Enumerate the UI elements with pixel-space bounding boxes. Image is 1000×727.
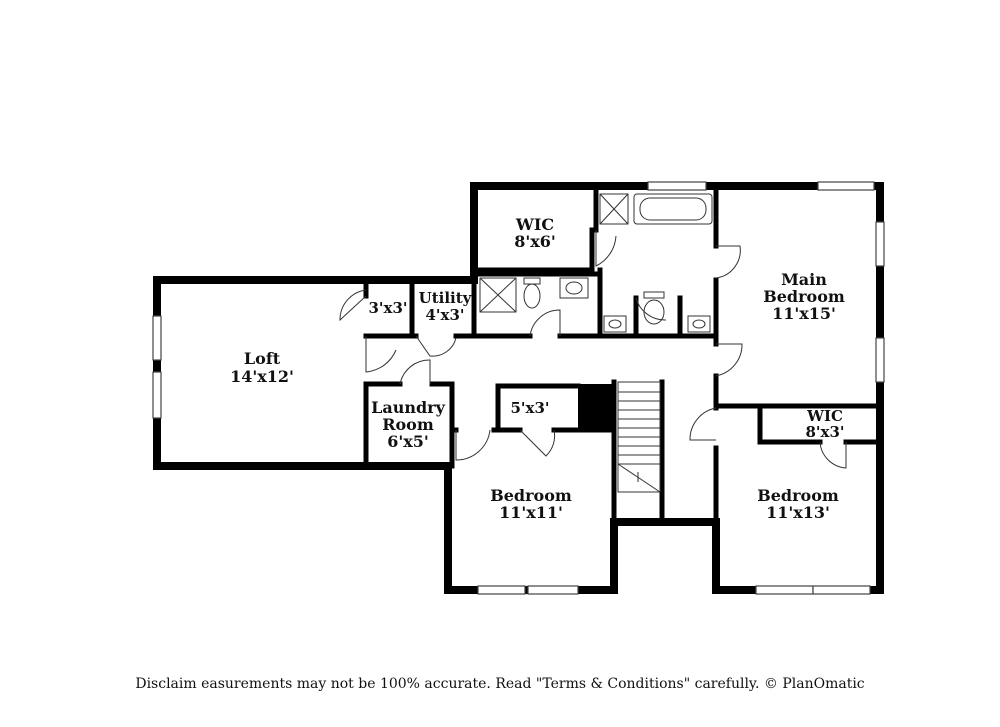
room-name: Room (382, 415, 434, 434)
room-bedroom-right: Bedroom 11'x13' (757, 486, 839, 522)
room-size: 8'x3' (805, 423, 844, 441)
room-laundry: Laundry Room 6'x5' (371, 398, 446, 451)
room-size: 5'x3' (510, 399, 549, 417)
room-name: WIC (806, 407, 843, 425)
interior-walls (363, 187, 883, 525)
room-name: Bedroom (757, 486, 839, 505)
room-bedroom-center: Bedroom 11'x11' (490, 486, 572, 522)
room-size: 11'x15' (772, 304, 836, 323)
room-closet-3x3: 3'x3' (368, 299, 407, 317)
room-size: 11'x13' (766, 503, 830, 522)
room-name: Utility (419, 289, 473, 307)
fixtures (479, 193, 713, 333)
room-name: Laundry (371, 398, 446, 417)
door-swings (339, 230, 847, 469)
room-loft: Loft 14'x12' (230, 349, 294, 386)
room-name: Bedroom (490, 486, 572, 505)
room-size: 11'x11' (499, 503, 563, 522)
room-name: Main (781, 270, 827, 289)
room-size: 4'x3' (425, 306, 464, 324)
disclaimer-text: Disclaim easurements may not be 100% acc… (135, 676, 865, 692)
room-size: 6'x5' (387, 432, 429, 451)
room-name: WIC (515, 215, 554, 234)
room-size: 3'x3' (368, 299, 407, 317)
room-wic-top: WIC 8'x6' (514, 215, 556, 251)
staircase (617, 381, 661, 493)
windows (152, 181, 885, 595)
room-closet-5x3: 5'x3' (510, 399, 549, 417)
room-main-bedroom: Main Bedroom 11'x15' (763, 270, 845, 323)
room-name: Bedroom (763, 287, 845, 306)
room-size: 8'x6' (514, 232, 556, 251)
room-size: 14'x12' (230, 367, 294, 386)
room-name: Loft (244, 349, 281, 368)
stair-void (578, 384, 614, 430)
room-utility: Utility 4'x3' (419, 289, 473, 324)
room-wic-right: WIC 8'x3' (805, 407, 844, 441)
